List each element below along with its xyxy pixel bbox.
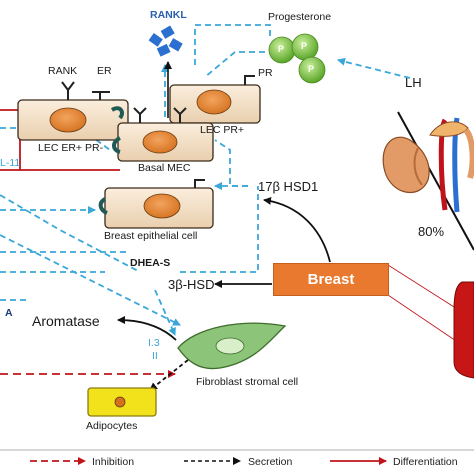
kidney-illustration	[382, 117, 474, 213]
cell-connectors	[98, 106, 124, 215]
secretion-network	[0, 24, 411, 336]
red-breast-link-2	[387, 294, 463, 346]
hsd17-to-basal-path	[214, 139, 248, 187]
rankl-icon	[148, 25, 183, 57]
fibroblast-cell	[177, 322, 287, 370]
lh-label: LH	[405, 75, 422, 90]
fibroblast-to-aromatase-arrow	[117, 316, 177, 341]
pill-letter-2: P	[301, 41, 308, 51]
lec-pr-plus-label: LEC PR+	[200, 124, 245, 136]
pill-letter-1: P	[278, 44, 285, 54]
fibroblast-to-adipocyte-arrow	[149, 359, 189, 391]
legend-differentiation-label: Differentiation	[393, 456, 458, 468]
basal-receptor-2	[173, 107, 187, 123]
legend-secretion-label: Secretion	[248, 456, 293, 468]
pr-receptor	[244, 75, 255, 85]
rank-receptor	[61, 81, 75, 100]
connector-1	[110, 106, 124, 120]
lh-line	[397, 111, 474, 251]
diagonal-cross-path-1	[0, 234, 181, 326]
epithelial-receptor	[194, 179, 205, 188]
diagonal-cross-path-2	[0, 194, 141, 273]
breast-epithelial-label: Breast epithelial cell	[104, 230, 198, 242]
promoter-1-label: I.3	[148, 337, 160, 349]
aromatase-promoter-path	[154, 289, 176, 336]
fibroblast-label: Fibroblast stromal cell	[196, 376, 299, 388]
left-upper-path	[0, 127, 111, 151]
progesterone-pills	[268, 33, 326, 84]
connector-3	[98, 197, 108, 215]
progesterone-label: Progesterone	[268, 11, 332, 23]
er-receptor	[92, 91, 110, 100]
hsd3-label: 3β-HSD	[168, 277, 215, 292]
breast-epithelial-cell	[104, 187, 214, 229]
hsd17-label: 17β HSD1	[258, 179, 319, 194]
breast-box: Breast	[273, 263, 389, 296]
receptors	[61, 75, 255, 188]
aromatase-label: Aromatase	[32, 313, 100, 329]
basal-mec-label: Basal MEC	[138, 162, 191, 174]
adipocyte-cell	[87, 387, 157, 417]
adipocytes-label: Adipocytes	[86, 420, 138, 432]
rankl-label: RANKL	[150, 9, 187, 21]
lec-pr-plus-cell	[169, 84, 261, 124]
ovary-shape	[453, 281, 474, 379]
red-breast-link-1	[387, 264, 463, 313]
promoter-2-label: II	[152, 350, 158, 362]
dhea-s-label: DHEA-S	[130, 257, 171, 269]
pill-letter-3: P	[308, 64, 315, 74]
percent-label: 80%	[418, 224, 445, 239]
legend	[0, 449, 474, 465]
progesterone-to-rankl-path	[204, 51, 265, 78]
basal-mec-cell	[117, 122, 214, 162]
breast-to-hsd17-arrow	[263, 197, 331, 263]
er-label: ER	[97, 65, 112, 77]
connector-2	[112, 136, 122, 154]
lec-er-pr-minus-cell	[17, 99, 129, 141]
progesterone-top-path	[194, 24, 271, 65]
basal-receptor-1	[133, 107, 147, 123]
lec-er-pr-minus-label: LEC ER+ PR-	[38, 142, 104, 154]
legend-inhibition-label: Inhibition	[92, 456, 135, 468]
black-arrows	[117, 111, 474, 391]
il11-label: L-11	[0, 157, 21, 169]
rank-label: RANK	[48, 65, 78, 77]
lh-to-progesterone-path	[337, 57, 411, 79]
dhea-right-path	[180, 186, 259, 273]
pr-label: PR	[258, 67, 273, 79]
a-fragment-label: A	[5, 307, 13, 319]
